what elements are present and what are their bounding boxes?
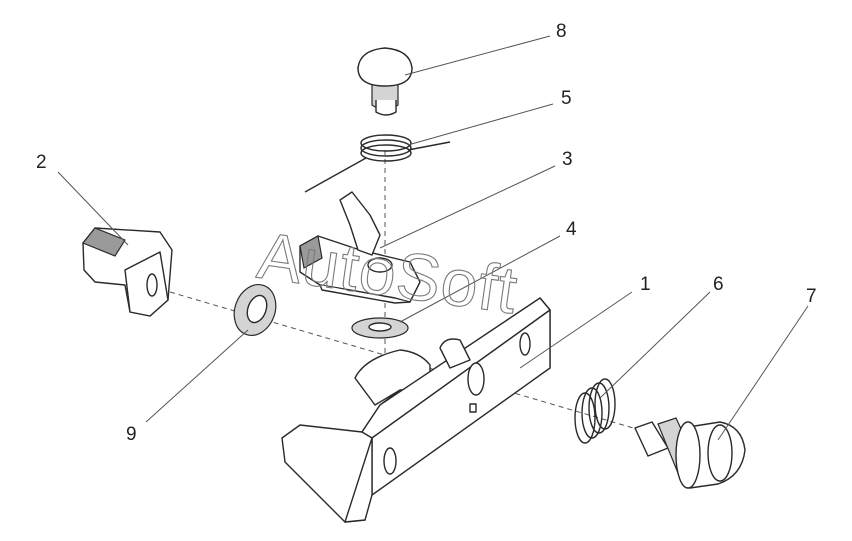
leader-lines [57,35,809,441]
part-2-latch-cam [82,227,173,317]
part-4-washer [351,317,409,339]
leader-5 [407,103,554,146]
leader-8 [404,35,551,76]
callout-8: 8 [556,21,567,42]
callout-labels: 1 2 3 4 5 6 7 8 9 [36,21,817,445]
leader-2 [57,171,129,246]
part-1-latch-bracket [281,297,551,523]
leader-7 [717,305,809,441]
part-9-washer [233,284,277,336]
callout-1: 1 [640,274,651,295]
callout-7: 7 [806,286,817,307]
watermark-text: AutoSoft [253,218,522,328]
leader-3 [379,165,556,249]
part-6-coil-spring [574,378,616,444]
part-3-latch-pawl [299,191,421,304]
leader-9 [145,329,249,423]
callout-2: 2 [36,152,47,173]
callout-9: 9 [126,424,137,445]
callout-3: 3 [562,149,573,170]
callout-4: 4 [566,219,577,240]
callout-6: 6 [713,274,724,295]
leader-4 [399,235,561,323]
part-5-torsion-spring [304,134,451,193]
leader-1 [519,291,633,369]
leader-6 [599,291,711,399]
part-7-push-button [634,417,746,489]
callout-5: 5 [561,88,572,109]
part-8-pin [357,47,413,116]
